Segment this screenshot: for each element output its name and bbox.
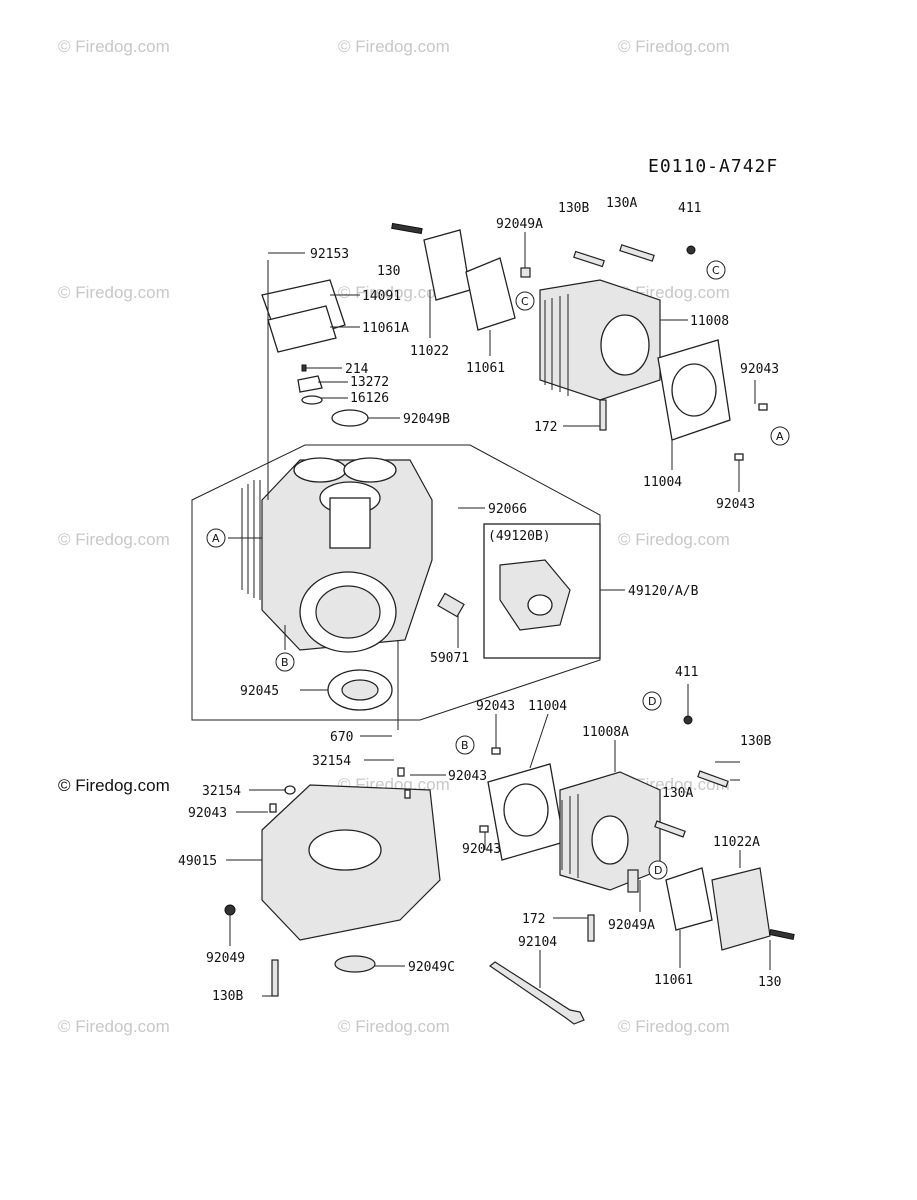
watermark: © Firedog.com [618,1017,730,1036]
part-label-214: 214 [345,362,369,377]
part-label-49015: 49015 [178,854,217,869]
part-label-172: 172 [522,912,545,927]
part-label-92066: 92066 [488,502,527,517]
watermark: © Firedog.com [338,283,450,302]
watermark: © Firedog.com [618,37,730,56]
watermark: © Firedog.com [58,530,170,549]
part-label-130a: 130A [606,196,637,211]
part-label-130: 130 [758,975,781,990]
part-label-11022a: 11022A [713,835,760,850]
callout-circle [706,260,726,280]
callout-circle [770,426,790,446]
part-label-59071: 59071 [430,651,469,666]
cylinder-head-assembly-bottom [479,684,795,1025]
part-label-11022: 11022 [410,344,449,359]
watermark: © Firedog.com [58,1017,170,1036]
part-label-92049a: 92049A [496,217,543,232]
callout-circle [642,691,662,711]
part-label-130b: 130B [558,201,589,216]
part-label-92153: 92153 [310,247,349,262]
watermark-prominent: © Firedog.com [58,776,170,795]
watermark: © Firedog.com [338,37,450,56]
watermark: © Firedog.com [58,283,170,302]
reference-callouts: A B C C A B D D [206,260,790,880]
watermark: © Firedog.com [58,37,170,56]
part-label-11008: 11008 [690,314,729,329]
part-label-92043: 92043 [476,699,515,714]
callout-b-label: B [281,656,289,669]
part-label-92043: 92043 [188,806,227,821]
watermark: © Firedog.com [338,1017,450,1036]
crankcase-cover-assembly [224,759,446,997]
part-label-130b: 130B [212,989,243,1004]
part-label-92049b: 92049B [403,412,450,427]
part-label-130a: 130A [662,786,693,801]
part-label-92043: 92043 [716,497,755,512]
callout-circle [275,652,295,672]
part-label-670: 670 [330,730,353,745]
callout-d-label: D [654,864,662,877]
callout-circle [515,291,535,311]
watermark: © Firedog.com [618,530,730,549]
part-label-411: 411 [678,201,701,216]
watermark-layer: © Firedog.com © Firedog.com © Firedog.co… [58,37,730,1036]
part-label-172: 172 [534,420,557,435]
part-label-11008a: 11008A [582,725,629,740]
callout-c-label: C [712,264,720,277]
part-label-11061: 11061 [466,361,505,376]
part-label-11061: 11061 [654,973,693,988]
callout-c-label: C [521,295,529,308]
part-labels: 92153 130 14091 11061A 11022 92049A 1106… [178,196,781,1004]
part-label-11061a: 11061A [362,321,409,336]
part-label-411: 411 [675,665,698,680]
callout-circle [648,860,668,880]
part-label-32154: 32154 [312,754,351,769]
part-label-92045: 92045 [240,684,279,699]
part-label-92043: 92043 [462,842,501,857]
diagram-code: E0110-A742F [648,156,778,177]
part-label-92104: 92104 [518,935,557,950]
callout-circle [206,528,226,548]
part-label-92049c: 92049C [408,960,455,975]
part-label-130b: 130B [740,734,771,749]
callout-b-label: B [461,739,469,752]
callout-circle [455,735,475,755]
part-label-92049: 92049 [206,951,245,966]
part-label-32154: 32154 [202,784,241,799]
crankcase-assembly [191,252,625,737]
part-label-92043: 92043 [448,769,487,784]
part-label-11004: 11004 [528,699,567,714]
part-label-92049a: 92049A [608,918,655,933]
callout-a-label: A [212,532,220,545]
part-label-92043: 92043 [740,362,779,377]
part-label-130: 130 [377,264,400,279]
head-cover-assembly-top [391,222,768,492]
part-label-13272: 13272 [350,375,389,390]
part-label-49120: 49120/A/B [628,584,699,599]
callout-d-label: D [648,695,656,708]
callout-a-label: A [776,430,784,443]
part-label-14091: 14091 [362,289,401,304]
part-label-16126: 16126 [350,391,389,406]
part-label-11004: 11004 [643,475,682,490]
inset-label: (49120B) [488,529,551,544]
